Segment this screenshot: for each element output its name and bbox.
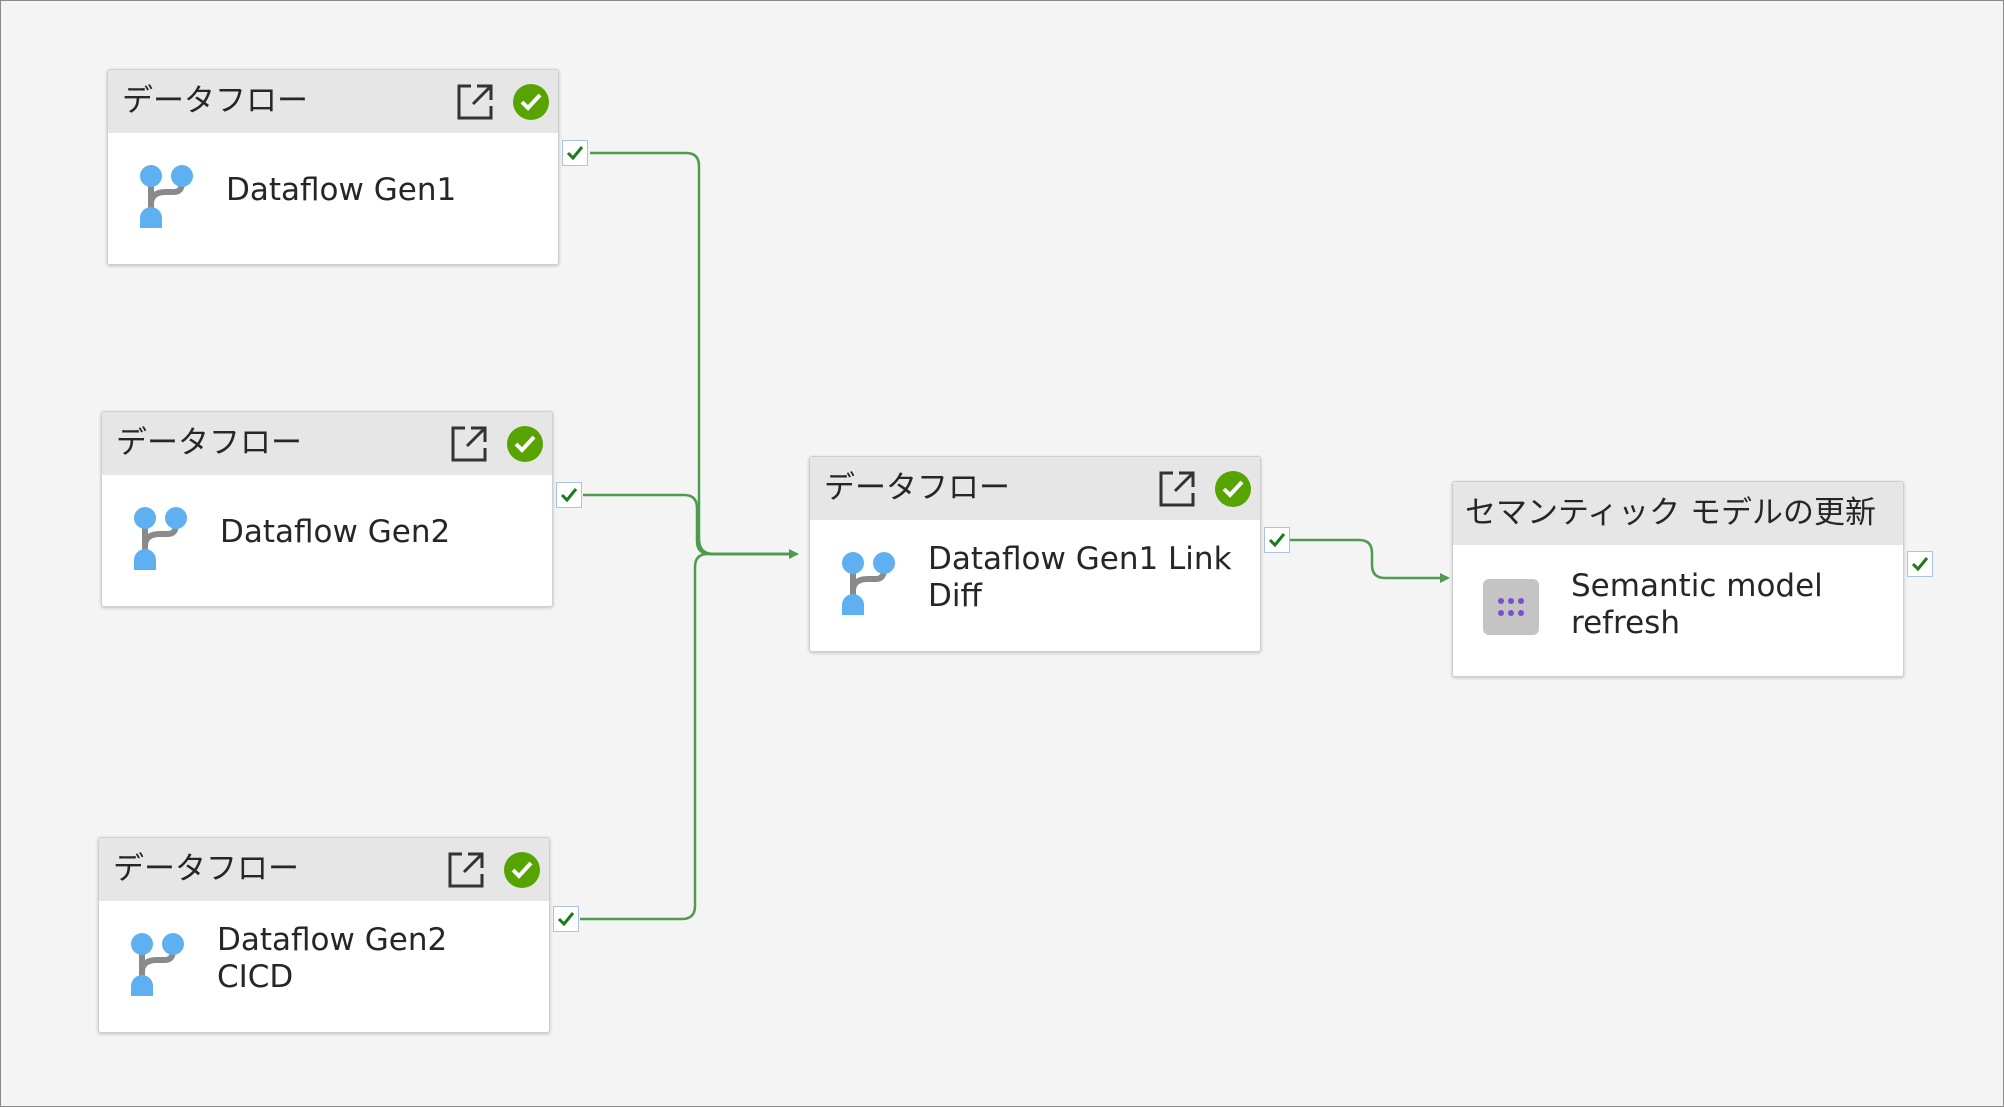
connector-gen1diff-to-semantic — [1289, 538, 1450, 583]
activity-name: Dataflow Gen1 Link Diff — [928, 541, 1232, 614]
open-external-icon[interactable] — [454, 81, 496, 123]
dataflow-branch-icon — [842, 552, 895, 615]
dataflow-branch-icon — [134, 507, 187, 570]
activity-header: データフロー — [810, 457, 1260, 520]
activity-header: データフロー — [99, 838, 549, 901]
activity-type-label: セマンティック モデルの更新 — [1465, 495, 1876, 531]
check-icon — [1268, 533, 1286, 548]
on-success-port[interactable] — [556, 482, 582, 508]
activity-dataflow-gen2-cicd[interactable]: データフロー Dataflow Gen2 CICD — [98, 837, 550, 1033]
activity-type-label: データフロー — [113, 851, 299, 887]
activity-dataflow-gen2[interactable]: データフロー Dataflow Gen2 — [101, 411, 553, 607]
activity-type-label: データフロー — [824, 470, 1010, 506]
connector-gen2cicd-to-gen1diff — [580, 549, 799, 921]
activity-name: Semantic model refresh — [1571, 568, 1823, 641]
activity-name: Dataflow Gen2 CICD — [217, 922, 448, 995]
connector-gen2-to-gen1diff — [583, 493, 791, 556]
success-check-icon — [513, 84, 549, 120]
success-check-icon — [1215, 471, 1251, 507]
activity-dataflow-gen1-link-diff[interactable]: データフロー Dataflow Gen1 Link Diff — [809, 456, 1261, 652]
dataflow-branch-icon — [140, 165, 193, 228]
open-external-icon[interactable] — [448, 423, 490, 465]
on-success-port[interactable] — [562, 140, 588, 166]
activity-name: Dataflow Gen2 — [220, 514, 451, 550]
on-success-port[interactable] — [553, 906, 579, 932]
semantic-model-icon — [1483, 579, 1539, 635]
activity-name: Dataflow Gen1 — [226, 172, 457, 208]
activity-header: データフロー — [102, 412, 552, 475]
activity-header: データフロー — [108, 70, 558, 133]
check-icon — [557, 912, 575, 927]
activity-dataflow-gen1[interactable]: データフロー Dataflow Gen1 — [107, 69, 559, 265]
open-external-icon[interactable] — [445, 849, 487, 891]
open-external-icon[interactable] — [1156, 468, 1198, 510]
check-icon — [566, 146, 584, 161]
success-check-icon — [507, 426, 543, 462]
on-success-port[interactable] — [1264, 527, 1290, 553]
success-check-icon — [504, 852, 540, 888]
activity-header: セマンティック モデルの更新 — [1453, 482, 1903, 545]
activity-semantic-model-refresh[interactable]: セマンティック モデルの更新 Semantic model refresh — [1452, 481, 1904, 677]
activity-type-label: データフロー — [122, 83, 308, 119]
dataflow-branch-icon — [131, 933, 184, 996]
activity-type-label: データフロー — [116, 425, 302, 461]
check-icon — [1911, 557, 1929, 572]
check-icon — [560, 488, 578, 503]
on-success-port[interactable] — [1907, 551, 1933, 577]
